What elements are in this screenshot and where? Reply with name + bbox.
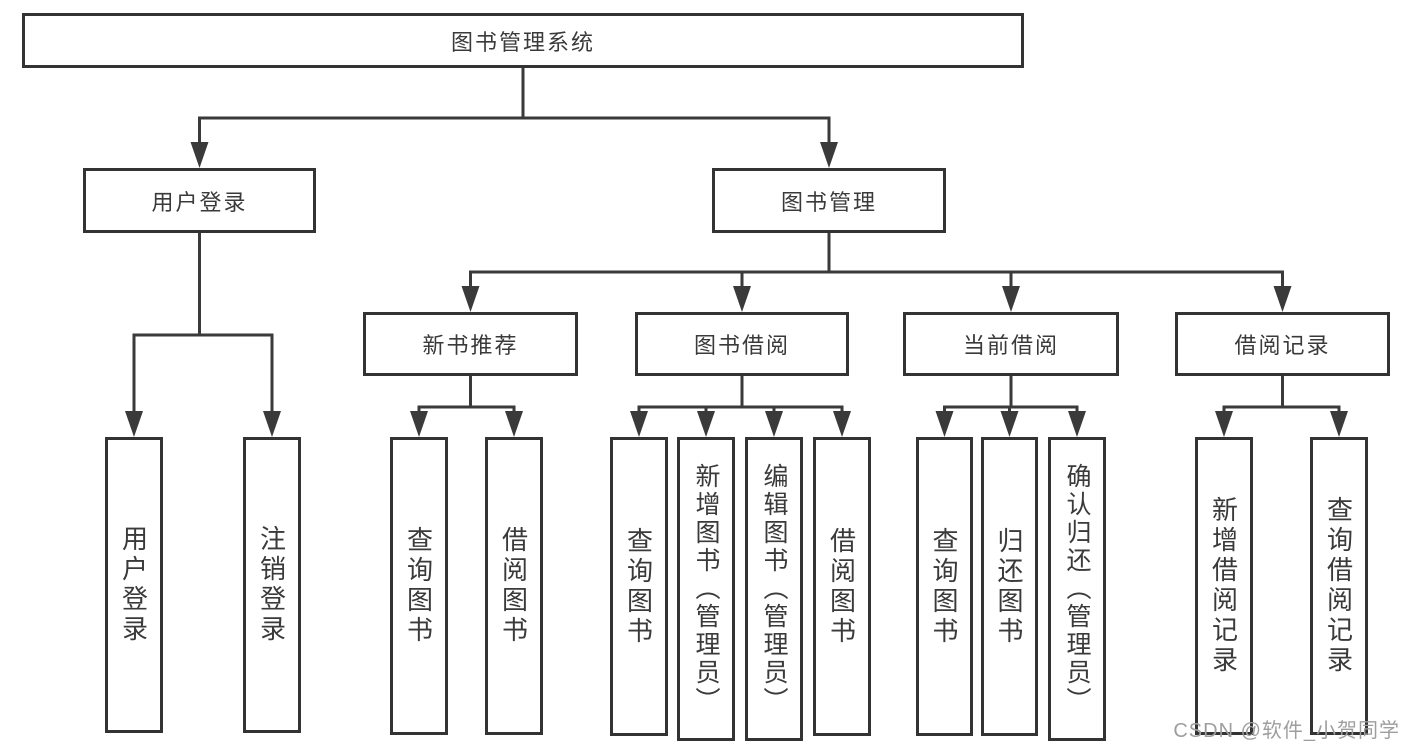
arrowhead-icon (125, 411, 143, 437)
node-label-cb-return: 归还图书 (994, 526, 1024, 647)
node-user-login: 用户登录 (83, 168, 316, 233)
node-label-current-borrow: 当前借阅 (962, 333, 1059, 358)
node-label-leaf-user-login: 用户登录 (118, 525, 149, 645)
node-bb-borrow: 借阅图书 (813, 437, 871, 736)
arrowhead-icon (733, 286, 751, 312)
node-label-book-mgmt: 图书管理 (780, 189, 877, 215)
node-label-bb-query: 查询图书 (623, 526, 654, 647)
arrowhead-icon (820, 142, 838, 168)
node-bb-edit: 编辑图书（管理员） (745, 437, 803, 741)
node-label-cb-query: 查询图书 (929, 526, 959, 647)
arrowhead-icon (1273, 286, 1292, 312)
arrowhead-icon (461, 286, 480, 312)
node-label-user-login: 用户登录 (151, 189, 248, 215)
arrowhead-icon (1002, 286, 1020, 312)
arrowhead-icon (765, 411, 783, 437)
node-leaf-logout: 注销登录 (243, 437, 301, 733)
node-label-br-add: 新增借阅记录 (1208, 496, 1239, 676)
node-label-br-query: 查询借阅记录 (1323, 496, 1354, 676)
arrowhead-icon (190, 142, 209, 168)
node-label-bb-add: 新增图书（管理员） (692, 463, 720, 715)
node-label-new-book: 新书推荐 (422, 333, 519, 358)
arrowhead-icon (630, 411, 648, 437)
arrowhead-icon (505, 411, 523, 437)
arrowhead-icon (833, 411, 851, 437)
node-book-mgmt: 图书管理 (712, 168, 946, 233)
node-current-borrow: 当前借阅 (903, 312, 1119, 376)
node-label-nb-query: 查询图书 (403, 526, 434, 646)
node-label-bb-edit: 编辑图书（管理员） (760, 463, 788, 715)
node-nb-query: 查询图书 (390, 437, 448, 735)
node-label-bb-borrow: 借阅图书 (826, 526, 857, 647)
node-book-borrow: 图书借阅 (635, 312, 849, 376)
node-label-root: 图书管理系统 (450, 29, 595, 55)
node-leaf-user-login: 用户登录 (105, 437, 163, 733)
arrowhead-icon (1215, 411, 1233, 437)
node-label-borrow-record: 借阅记录 (1234, 333, 1331, 358)
arrowhead-icon (935, 411, 954, 437)
node-nb-borrow: 借阅图书 (485, 437, 543, 735)
node-label-cb-confirm: 确认归还（管理员） (1063, 463, 1091, 715)
node-br-query: 查询借阅记录 (1310, 437, 1368, 735)
node-label-nb-borrow: 借阅图书 (498, 526, 529, 646)
node-label-leaf-logout: 注销登录 (256, 525, 287, 645)
node-bb-add: 新增图书（管理员） (677, 437, 735, 741)
node-cb-return: 归还图书 (981, 437, 1038, 736)
node-new-book: 新书推荐 (363, 312, 578, 376)
arrowhead-icon (697, 411, 715, 437)
arrowhead-icon (1330, 411, 1348, 437)
arrowhead-icon (1000, 411, 1019, 437)
node-cb-query: 查询图书 (916, 437, 973, 736)
arrowhead-icon (410, 411, 428, 437)
node-bb-query: 查询图书 (610, 437, 668, 736)
node-br-add: 新增借阅记录 (1195, 437, 1253, 735)
node-root: 图书管理系统 (22, 13, 1024, 68)
arrowhead-icon (1068, 411, 1086, 437)
arrowhead-icon (263, 411, 281, 437)
watermark: CSDN @软件_小贺同学 (1173, 720, 1400, 742)
node-cb-confirm: 确认归还（管理员） (1048, 437, 1106, 741)
node-borrow-record: 借阅记录 (1175, 312, 1390, 376)
node-label-book-borrow: 图书借阅 (693, 333, 790, 358)
